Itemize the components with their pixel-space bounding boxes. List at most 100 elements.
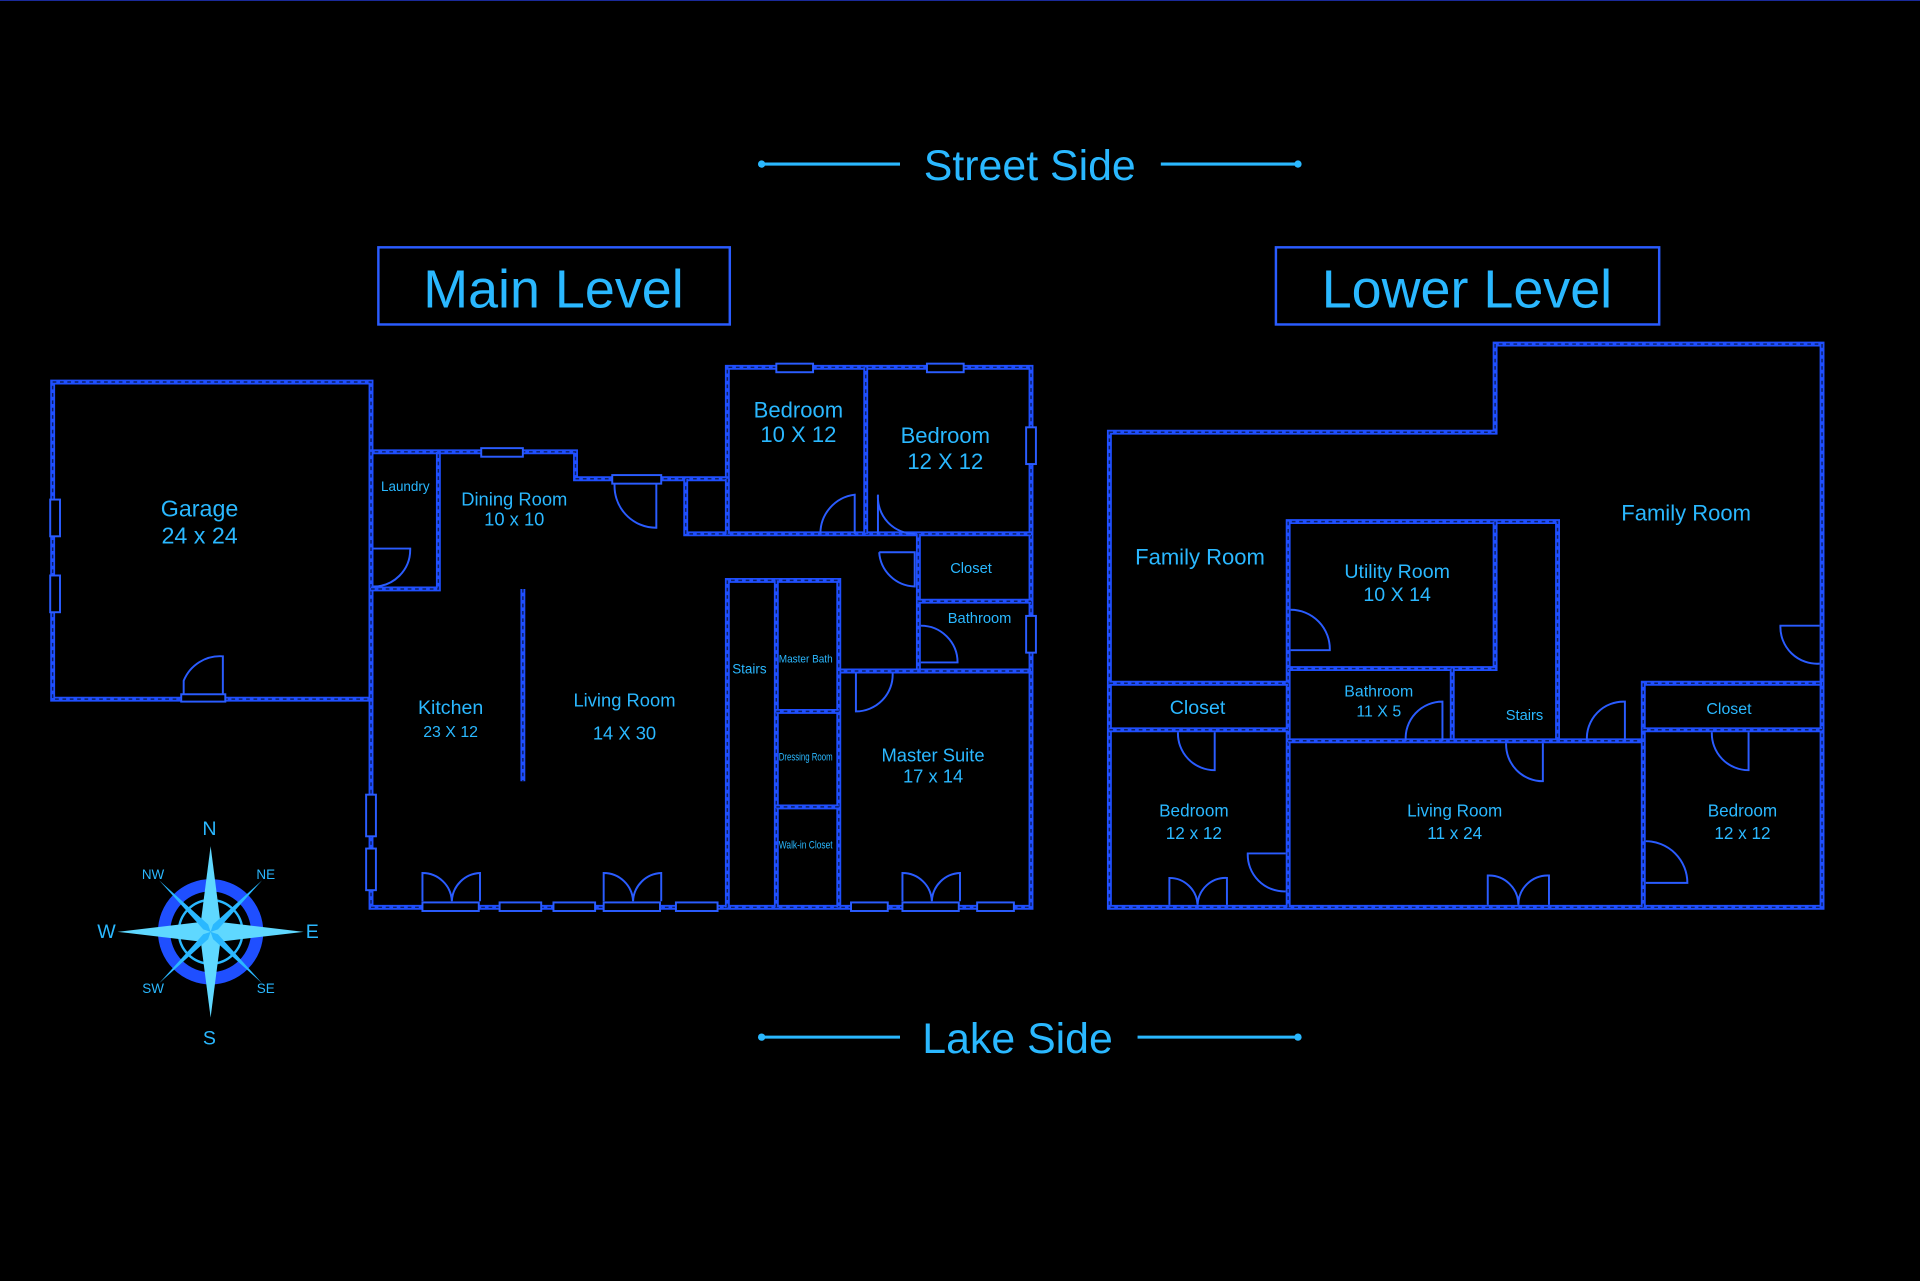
room-label: Closet [950,561,992,577]
window [1025,426,1037,466]
window [976,901,1015,912]
door [1486,874,1550,905]
room-size: 17 x 14 [903,765,963,786]
wall [371,451,440,590]
door [1585,700,1626,741]
window [611,474,663,485]
room-label: Closet [1170,697,1226,719]
window [602,901,661,912]
room-size: 11 X 5 [1356,703,1401,720]
wall [684,478,1032,535]
door [1176,732,1216,772]
window [498,901,543,912]
door [1404,700,1444,741]
door [613,482,658,529]
wall [1108,343,1823,909]
door [182,655,224,700]
window [49,574,61,614]
room-label: Master Suite [882,745,985,766]
lower-level-title-text: Lower Level [1322,259,1612,319]
room-label: Stairs [732,661,767,676]
room-size: 10 x 10 [484,508,544,529]
lower-level-labels: Family Room Utility Room 10 X 14 Family … [1135,500,1777,842]
window [365,847,377,892]
window [775,362,815,374]
room-label: Family Room [1135,544,1265,569]
window [552,901,597,912]
windows [49,362,1037,912]
wall [1642,682,1823,908]
room-label: Laundry [381,479,430,494]
room-label: Kitchen [418,697,483,719]
compass-rose-icon: N S W E NW NE SW SE [97,818,318,1049]
door [1710,732,1750,772]
window [925,362,965,374]
room-size: 11 x 24 [1427,823,1482,843]
room-label: Bathroom [1344,684,1413,701]
door [878,551,916,588]
room-label: Living Room [573,690,675,711]
lower-level-title: Lower Level [1274,246,1661,326]
wall [724,577,842,908]
compass-ne: NE [256,867,275,882]
window [850,901,889,912]
room-label: Closet [1706,701,1752,718]
walls [50,341,1825,910]
room-label: Stairs [1506,708,1544,724]
door [920,624,959,664]
room-label: Bedroom [754,398,843,423]
street-side-heading: Street Side [757,142,1302,190]
window [49,498,61,538]
room-size: 23 X 12 [423,724,478,741]
room-size: 24 x 24 [161,523,237,549]
room-label: Bedroom [1708,801,1778,821]
door [1168,876,1228,905]
compass-nw: NW [142,867,165,882]
room-label: Bedroom [901,423,990,448]
room-label: Dining Room [461,489,567,510]
compass-se: SE [257,981,275,996]
room-label: Walk-in Closet [779,840,833,852]
room-size: 10 X 12 [760,422,836,447]
room-label: Utility Room [1344,561,1450,583]
room-size: 10 X 14 [1363,584,1431,606]
window [901,901,960,912]
wall [726,579,840,908]
room-size: 12 x 12 [1166,823,1222,843]
compass-w: W [97,921,116,943]
room-label: Bedroom [1159,801,1229,821]
doors [182,482,1820,905]
window [365,793,377,838]
room-size: 14 X 30 [593,723,656,744]
door [1290,608,1331,652]
room-label: Living Room [1407,801,1502,821]
room-label: Bathroom [948,611,1012,627]
lake-side-heading: Lake Side [757,1015,1302,1063]
door [602,872,663,902]
door [1505,743,1544,783]
street-side-label: Street Side [924,142,1136,190]
door [876,494,915,535]
room-label: Dressing Room [779,751,833,763]
room-size: 12 X 12 [907,449,983,474]
wall [683,478,1032,537]
wall [1287,520,1559,908]
door [1779,624,1820,665]
window [674,901,719,912]
door [373,547,412,588]
main-level-title: Main Level [377,246,732,326]
compass-s: S [203,1027,216,1049]
compass-e: E [306,921,319,943]
window [421,901,480,912]
compass-n: N [202,818,216,840]
wall [1288,521,1496,670]
window [180,693,227,703]
door [901,872,961,902]
room-size: 12 x 12 [1714,823,1770,843]
window [1025,614,1037,654]
window [480,447,524,458]
door [1246,852,1286,893]
door [421,872,481,902]
room-label: Family Room [1621,500,1751,525]
